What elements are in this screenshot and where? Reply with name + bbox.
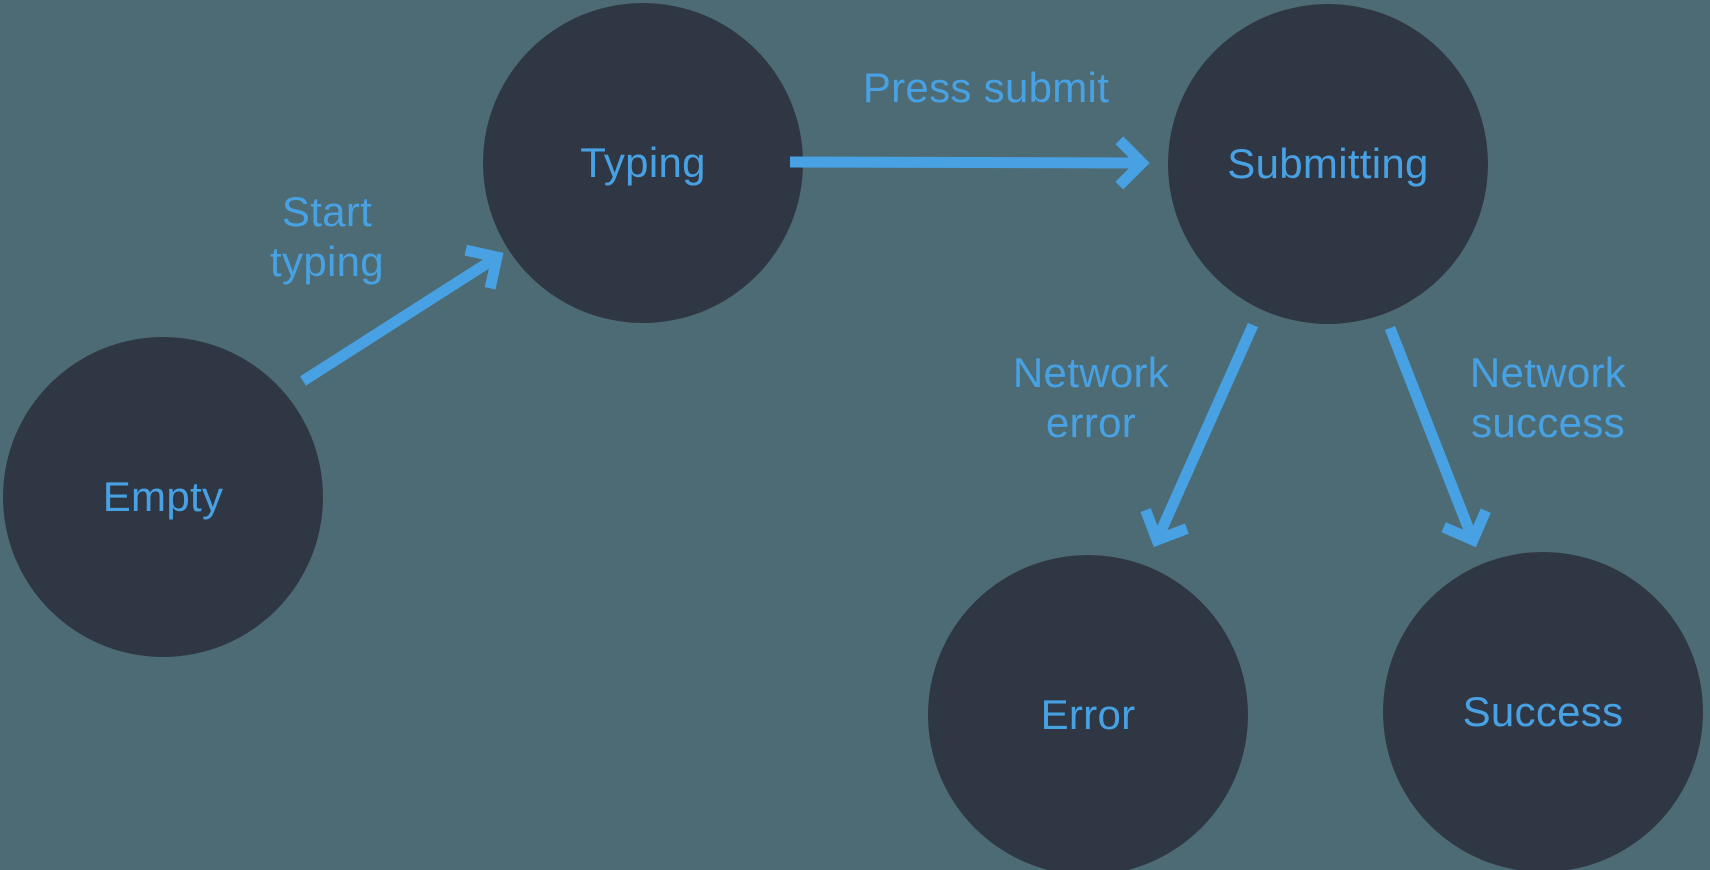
edge-label-press-submit: Press submit: [862, 64, 1110, 111]
state-node-error: Error: [928, 555, 1248, 870]
arrow-shaft: [789, 156, 1143, 169]
edge-press-submit: [789, 136, 1150, 190]
node-label-submitting: Submitting: [1227, 140, 1429, 187]
state-node-empty: Empty: [3, 337, 323, 657]
edge-label-network-success: Network success: [1469, 349, 1627, 446]
state-node-submitting: Submitting: [1168, 4, 1488, 324]
state-node-success: Success: [1383, 552, 1703, 870]
arrow-shaft: [1384, 325, 1479, 543]
node-label-typing: Typing: [580, 139, 706, 186]
arrow-head: [1115, 136, 1150, 190]
node-label-success: Success: [1462, 688, 1624, 735]
edge-label-start-typing: Start typing: [270, 188, 384, 285]
arrow-head: [1441, 508, 1491, 548]
arrow-head: [464, 244, 504, 290]
arrow-shaft: [1151, 322, 1259, 543]
node-label-error: Error: [1040, 691, 1136, 738]
node-label-empty: Empty: [102, 473, 224, 520]
edge-label-network-error: Network error: [1012, 349, 1170, 446]
arrow-head: [1140, 508, 1189, 548]
state-node-typing: Typing: [483, 3, 803, 323]
